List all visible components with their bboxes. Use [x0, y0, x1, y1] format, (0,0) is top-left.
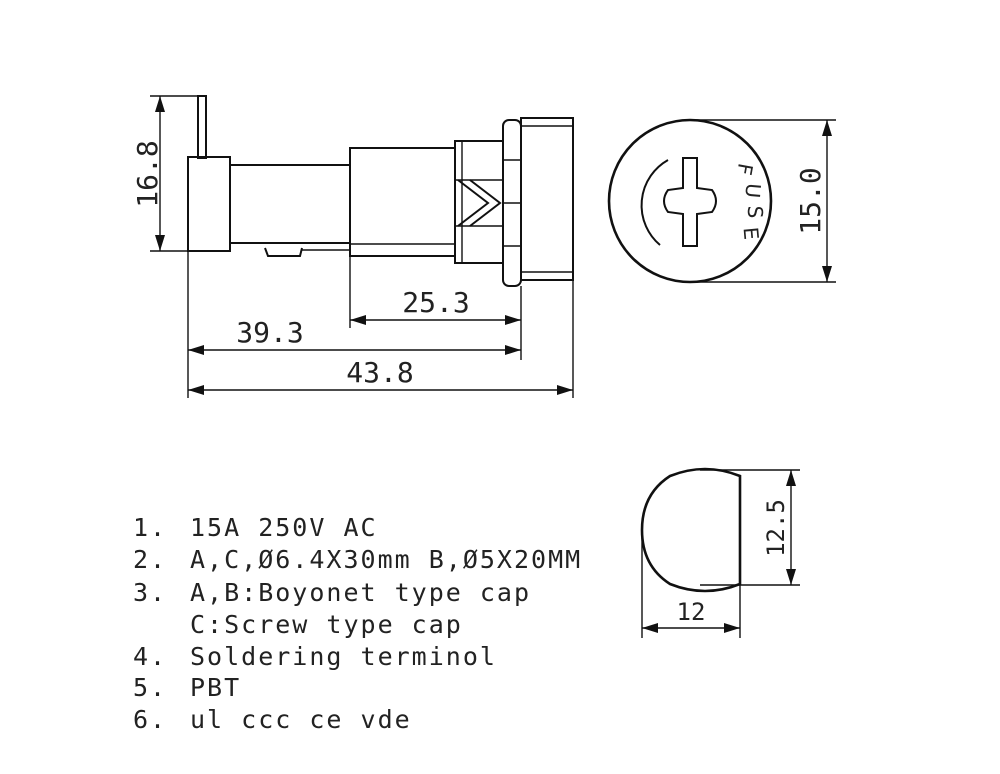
note-number: 5.	[133, 673, 167, 702]
note-text: 15A 250V AC	[190, 513, 378, 542]
dim-label-12: 12	[677, 598, 706, 626]
cap-letter-4: E	[738, 226, 763, 241]
knob-profile	[640, 467, 742, 593]
dim-label-43-8: 43.8	[346, 356, 413, 389]
dim-label-25-3: 25.3	[402, 286, 469, 319]
note-text: C:Screw type cap	[190, 610, 463, 639]
dim-label-15-0: 15.0	[794, 167, 827, 234]
side-view	[187, 95, 574, 287]
note-text: Soldering terminol	[190, 642, 497, 671]
note-text: ul ccc ce vde	[190, 705, 412, 734]
front-flange	[520, 117, 574, 281]
note-text: A,C,Ø6.4X30mm B,Ø5X20MM	[190, 545, 582, 574]
cap-front-view: F U S E	[607, 118, 773, 284]
cap-slot-icon	[663, 157, 717, 247]
cap-outline	[607, 118, 773, 284]
note-text: PBT	[190, 673, 241, 702]
rear-block	[187, 156, 231, 252]
middle-sleeve	[349, 147, 456, 257]
dim-25-3: 25.3	[350, 286, 521, 325]
dim-label-12-5: 12.5	[762, 499, 790, 557]
note-number: 3.	[133, 578, 167, 607]
dim-39-3: 39.3	[188, 316, 521, 355]
cap-letter-1: F	[732, 161, 758, 177]
note-number: 2.	[133, 545, 167, 574]
solder-terminal	[197, 95, 207, 159]
dim-knob-width: 12	[641, 530, 741, 638]
cap-inner-arc	[640, 159, 669, 246]
dim-knob-height: 12.5	[700, 469, 800, 586]
dim-label-16-8: 16.8	[131, 140, 164, 207]
dim-43-8: 43.8	[188, 356, 573, 395]
dim-cap-diameter: 15.0	[690, 119, 836, 283]
note-number: 1.	[133, 513, 167, 542]
dim-label-39-3: 39.3	[236, 316, 303, 349]
dim-height-left: 16.8	[131, 95, 198, 252]
note-text: A,B:Boyonet type cap	[190, 578, 531, 607]
note-number: 4.	[133, 642, 167, 671]
knob-outline	[640, 467, 742, 593]
notes-list: 1. 15A 250V AC 2. A,C,Ø6.4X30mm B,Ø5X20M…	[133, 513, 582, 734]
note-number: 6.	[133, 705, 167, 734]
cap-letter-3: S	[743, 206, 767, 219]
body-tab	[264, 247, 303, 257]
cap-letter-2: U	[740, 182, 765, 199]
